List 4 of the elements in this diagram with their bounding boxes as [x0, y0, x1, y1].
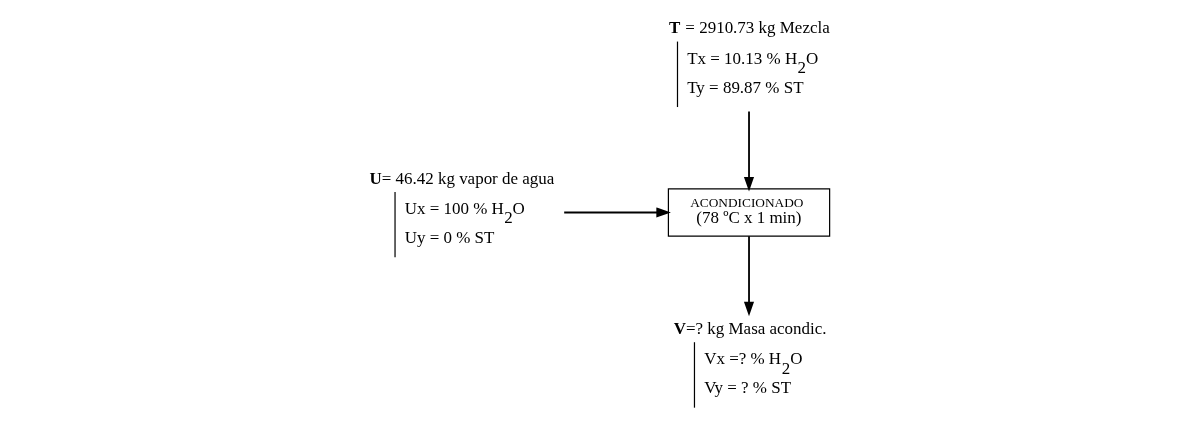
arrow [743, 110, 755, 192]
arrow [563, 207, 671, 218]
node-box: ACONDICIONADO (78 ºC x 1 min) [667, 188, 831, 237]
arrow [743, 235, 755, 317]
